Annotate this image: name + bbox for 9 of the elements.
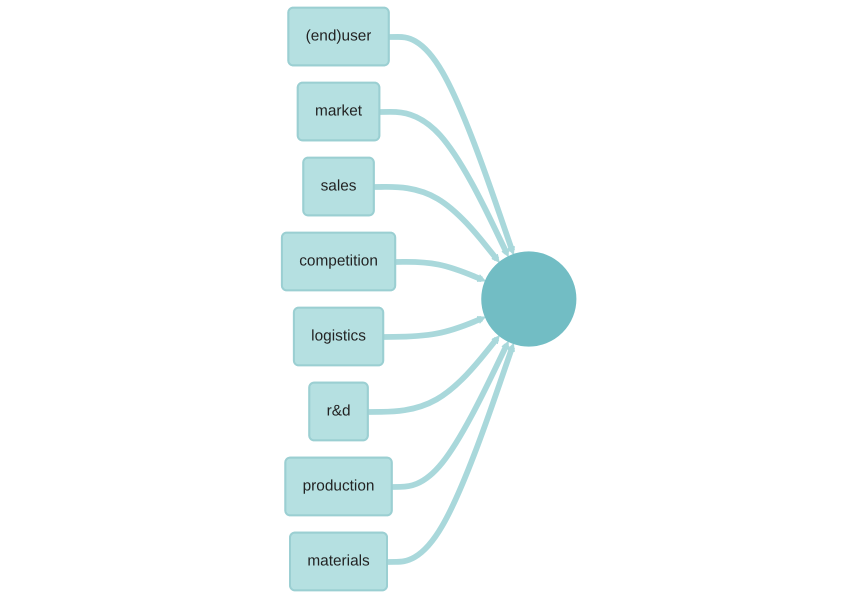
node-circle bbox=[480, 251, 576, 347]
arrow bbox=[395, 259, 486, 282]
arrow bbox=[383, 316, 486, 340]
arrow bbox=[388, 34, 515, 255]
arrow bbox=[374, 184, 500, 263]
arrow bbox=[379, 109, 509, 257]
arrow bbox=[392, 341, 509, 490]
arrow bbox=[368, 335, 500, 415]
arrow bbox=[387, 343, 515, 565]
